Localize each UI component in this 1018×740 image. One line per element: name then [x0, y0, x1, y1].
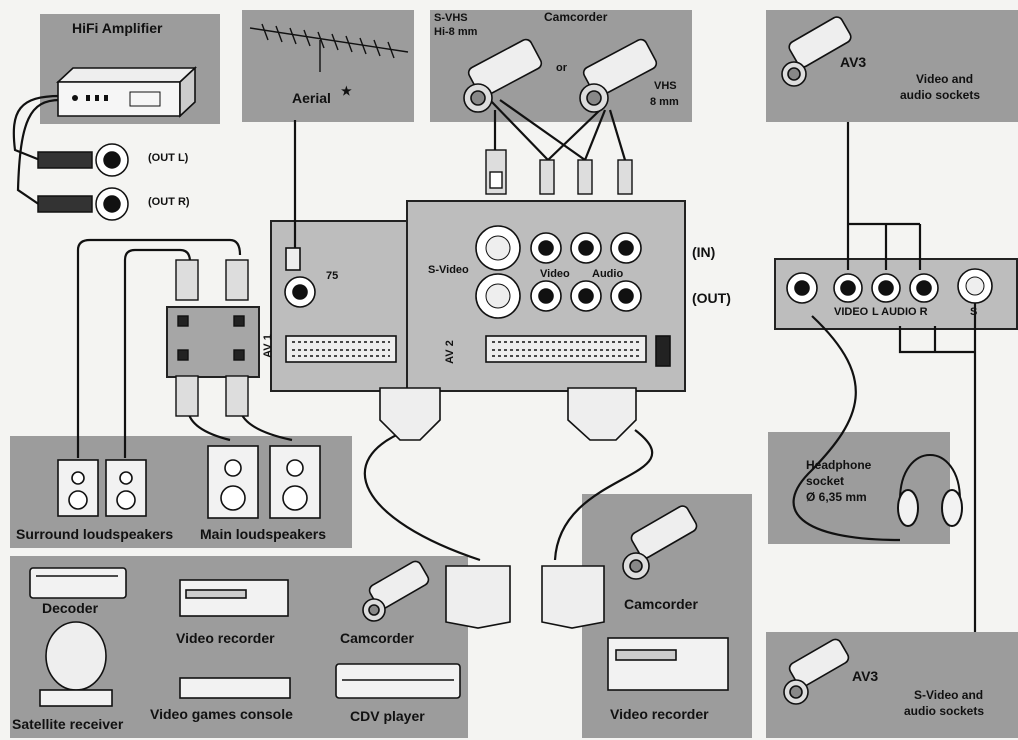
av3-top-caption-2: audio sockets — [900, 88, 981, 102]
camcorder-icons — [362, 16, 852, 705]
cam-cable-3 — [547, 109, 601, 161]
tv-video-label: Video — [540, 268, 570, 280]
speaker-cable-1 — [76, 238, 242, 458]
av3-top-title: AV3 — [840, 54, 867, 70]
or-label: or — [556, 62, 567, 74]
amp-cable-l — [12, 94, 61, 162]
tv-connectors — [284, 225, 671, 367]
satellite-receiver-label: Satellite receiver — [12, 716, 124, 732]
aerial-box — [242, 10, 414, 122]
cam-cable-2 — [499, 99, 586, 161]
headphone-label-2: socket — [806, 474, 845, 488]
cam-cable-1 — [489, 99, 549, 161]
amp-rca-plugs — [37, 143, 129, 221]
av3-top-caption-1: Video and — [916, 72, 974, 86]
headphones-icon — [897, 454, 963, 527]
video-recorder-right-label: Video recorder — [610, 706, 709, 722]
cam-cable-4 — [583, 109, 607, 161]
aerial-antenna-icon — [249, 23, 409, 72]
camcorder-plugs — [485, 149, 633, 195]
av3-bottom-caption-1: S-Video and — [914, 688, 984, 702]
av3-bottom-title: AV3 — [852, 668, 879, 684]
headphone-cable — [792, 315, 901, 542]
8mm-label: 8 mm — [650, 96, 679, 108]
camcorder-source-label: Camcorder — [340, 630, 414, 646]
hi8-label: Hi-8 mm — [434, 26, 478, 38]
cdv-player-label: CDV player — [350, 708, 425, 724]
tv-svideo-label: S-Video — [428, 264, 469, 276]
hifi-amplifier-title: HiFi Amplifier — [72, 20, 163, 36]
decoder-label: Decoder — [42, 600, 99, 616]
aerial-label: Aerial — [292, 90, 331, 106]
headphone-label-1: Headphone — [806, 458, 872, 472]
hifi-out-r-label: (OUT R) — [148, 196, 190, 208]
scart-cable-av1 — [363, 428, 481, 562]
tv-out-label: (OUT) — [692, 290, 731, 306]
surround-speakers-label: Surround loudspeakers — [16, 526, 174, 542]
scart-plugs — [379, 387, 637, 629]
hifi-amplifier-icon — [55, 66, 198, 118]
main-speakers-label: Main loudspeakers — [200, 526, 327, 542]
headphone-label-3: Ø 6,35 mm — [806, 490, 867, 504]
adapter-plugs — [175, 259, 249, 417]
side-audio-label: L AUDIO R — [872, 306, 928, 318]
hifi-out-l-label: (OUT L) — [148, 152, 189, 164]
tv-audio-label: Audio — [592, 268, 624, 280]
speaker-icons — [57, 445, 321, 519]
cam-cable-5 — [608, 109, 627, 161]
av3-bottom-branch — [898, 326, 975, 354]
speaker-cable-2 — [123, 248, 192, 458]
tv-av1-label: AV 1 — [261, 334, 274, 358]
camcorder-right-label: Camcorder — [624, 596, 698, 612]
video-games-console-label: Video games console — [150, 706, 293, 722]
side-connectors — [786, 268, 993, 304]
av3-top-branch — [848, 222, 922, 270]
tv-aerial-in-label: 75 — [326, 270, 339, 282]
source-devices — [29, 567, 729, 707]
side-s-label: S — [970, 306, 978, 318]
tv-in-label: (IN) — [692, 244, 716, 260]
svhs-label: S-VHS — [434, 12, 468, 24]
amp-cable-r — [16, 98, 61, 206]
vhs-label: VHS — [654, 80, 677, 92]
video-recorder-label: Video recorder — [176, 630, 275, 646]
scart-cable-av2 — [553, 429, 654, 561]
tv-av2-label: AV 2 — [443, 340, 456, 364]
aerial-star: ★ — [341, 84, 352, 98]
side-video-label: VIDEO — [834, 306, 869, 318]
camcorder-top-label: Camcorder — [544, 10, 608, 24]
av3-bottom-caption-2: audio sockets — [904, 704, 985, 718]
